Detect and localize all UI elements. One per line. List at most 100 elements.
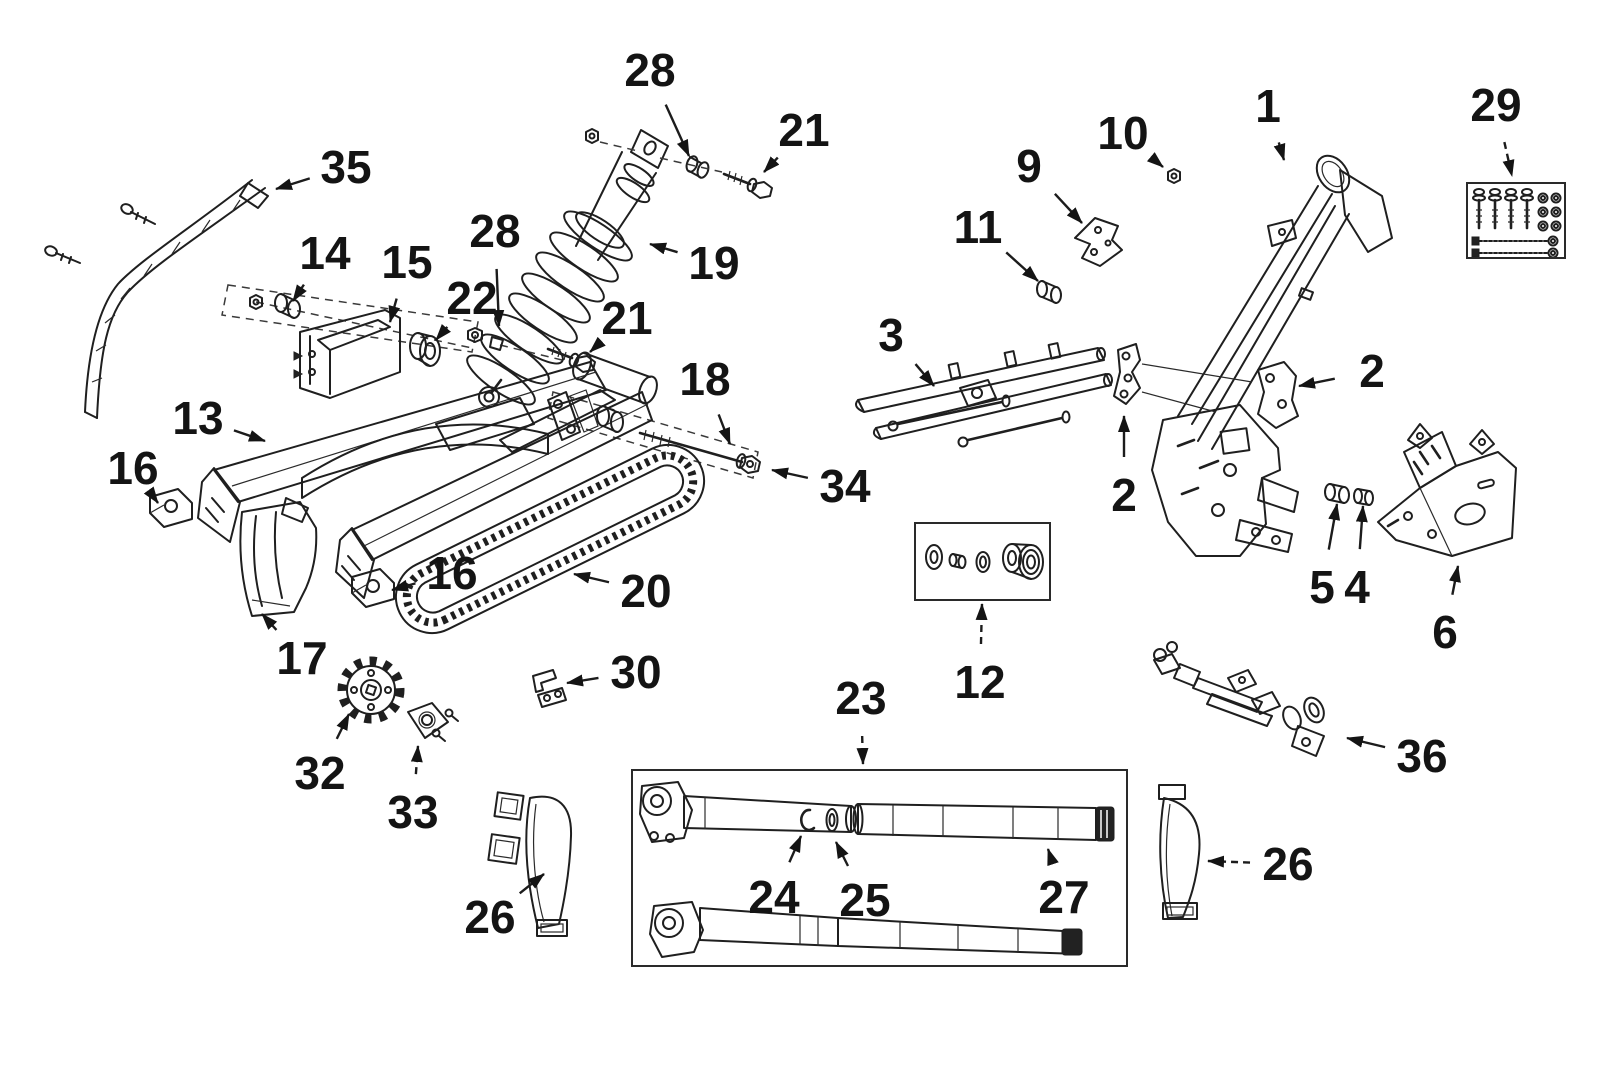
callout-number-chain-adjuster-left: 16 [107,442,158,494]
callout-bearing-kit: 12 [954,603,1006,708]
callout-chain-guard: 35 [275,141,372,193]
fork-lower-leg-assembled [649,901,1083,958]
kit-bolt-1 [1472,188,1486,230]
guide-plate-drawing [407,702,459,742]
callout-arrow-skid-plate [1449,565,1461,595]
frame-bracket-left-drawing [1113,343,1253,413]
callout-arrow-chain-guide [261,613,278,631]
callout-arrow-mount-bracket [1053,193,1083,224]
callout-frame-bracket-left: 2 [1111,415,1137,521]
kit-boxes [631,182,1566,967]
callout-pivot-nut: 28 [469,205,521,327]
callout-number-guide-plate: 33 [387,786,438,838]
callout-number-bushing-small: 4 [1344,561,1370,613]
callout-rear-shock: 19 [649,237,740,289]
callout-number-skid-plate: 6 [1432,606,1458,658]
pivot-bushing-drawing [274,293,301,319]
skid-plate-drawing [1377,423,1517,557]
master-link-drawing [532,669,567,708]
chain-guard-drawing [84,179,269,419]
callout-number-pivot-collar: 22 [446,272,497,324]
callout-number-hardware-kit: 29 [1470,79,1521,131]
kit-long-bolt-2 [1471,247,1559,259]
callout-number-chain-guard: 35 [320,141,371,193]
callout-arrow-master-link [566,674,599,687]
chain-adjuster-left-drawing [149,488,193,528]
pivot-nut-drawing [467,327,504,351]
callout-arrow-sprocket [335,713,351,740]
callout-number-fork-tube: 27 [1038,871,1089,923]
kit-bolt-2 [1488,188,1502,230]
callout-bushing: 5 [1309,503,1341,613]
callout-number-chain-adjuster-right: 16 [426,547,477,599]
callout-number-shock-bolt-upper: 21 [778,104,829,156]
callout-shock-nut-upper: 28 [624,44,691,157]
callout-number-spacer-bushing: 11 [954,201,1003,253]
callout-arrow-flange-nut [1146,152,1164,168]
chain-adjuster-right-drawing [351,568,395,608]
callout-chain-adjuster-left: 16 [107,442,159,504]
callout-number-swingarm: 13 [172,392,223,444]
callout-spacer: 18 [679,353,732,445]
callout-arrow-frame [1273,142,1286,161]
callout-number-brake-linkage: 36 [1396,730,1447,782]
callout-spacer-bushing: 11 [954,201,1039,282]
callout-number-master-link: 30 [610,646,661,698]
bushing-5-drawing [1324,483,1350,504]
callout-arrow-chain-adjuster-left [143,486,159,504]
fork-upper-leg-exploded [639,781,857,843]
callout-number-fork-guard-left: 26 [464,891,515,943]
fork-tube-drawing [852,803,1115,842]
callout-arrow-fork-guard-left [518,873,545,895]
pivot-nut-left [249,294,263,310]
callout-sprocket: 32 [294,713,351,799]
callout-oil-seal: 25 [834,841,891,926]
callout-pivot-bracket: 15 [381,236,433,323]
callout-arrow-pivot-nut [492,268,505,327]
chain-guide-drawing [239,497,318,617]
hardware-kit-box [1466,182,1566,259]
callout-number-sprocket: 32 [294,747,345,799]
pivot-bracket-drawing [293,309,401,399]
callout-snap-ring: 24 [748,835,803,923]
hardware-kit-contents [1471,188,1562,259]
callout-number-adjuster-bolt: 34 [819,460,871,512]
callout-arrow-pivot-bushing [292,283,307,302]
subframe-drawing [855,342,1113,448]
callout-mount-bracket: 9 [1016,140,1083,224]
callout-arrow-oil-seal [834,841,850,867]
frame-bracket-right-drawing [1257,361,1299,429]
callout-hardware-kit: 29 [1470,79,1522,177]
callout-chain-adjuster-right: 16 [391,547,478,599]
mount-bracket-drawing [1074,217,1123,267]
callout-arrow-swingarm [233,429,266,443]
callout-guide-plate: 33 [387,745,439,838]
callout-arrow-pivot-collar [435,323,451,341]
callout-number-shock-nut-upper: 28 [624,44,675,96]
callout-pivot-bushing: 14 [292,227,351,302]
callout-arrow-spacer [717,414,732,445]
spacer-bushing-drawing [1036,280,1062,304]
callout-frame-bracket-right: 2 [1298,345,1385,397]
fork-assembly-box [631,769,1128,967]
callout-master-link: 30 [566,646,662,698]
callout-number-front-fork: 23 [835,672,886,724]
callout-subframe: 3 [878,309,935,387]
callout-frame: 1 [1255,80,1286,161]
kit-nuts [1537,192,1562,232]
snap-ring-drawing [800,808,816,832]
shock-upper-bolt [722,170,773,199]
callout-adjuster-bolt: 34 [771,460,871,512]
callout-arrow-drive-chain [573,571,610,584]
callout-arrow-bushing [1327,503,1341,550]
callout-number-spacer: 18 [679,353,730,405]
shock-upper-bushing [659,155,723,179]
callout-arrow-frame-bracket-right [1298,376,1336,389]
kit-bolt-4 [1520,188,1534,230]
bearing-kit-box [914,522,1051,601]
callout-number-bearing-kit: 12 [954,656,1005,708]
callout-arrow-brake-linkage [1346,735,1386,749]
callout-arrow-shock-nut-upper [664,104,691,157]
